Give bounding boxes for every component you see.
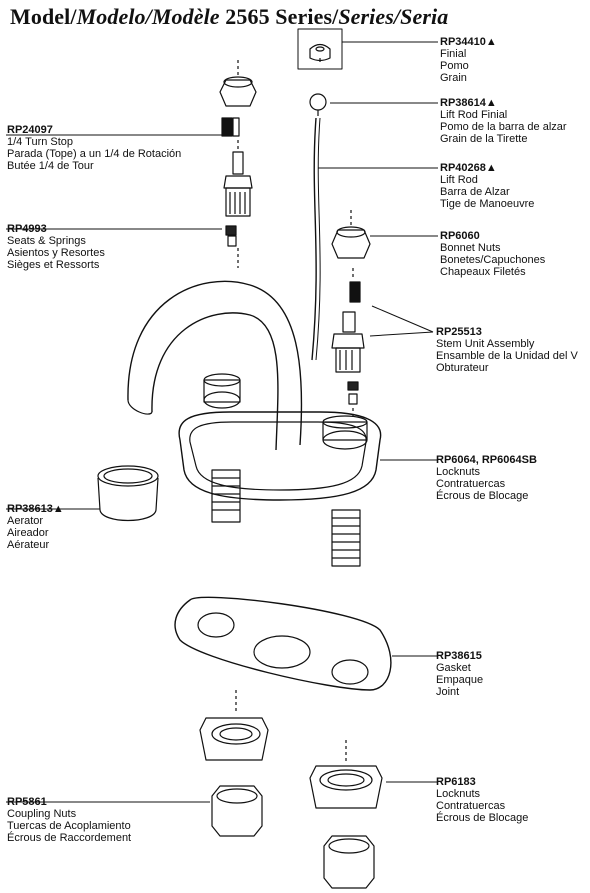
right-bonnet-nut	[331, 210, 371, 259]
part-name-fr: Aérateur	[7, 539, 50, 551]
part-name-es: Ensamble de la Unidad del V	[436, 350, 578, 362]
title-seria: Seria	[400, 4, 449, 29]
part-name-es: Aireador	[7, 527, 49, 539]
page-title: Model/Modelo/Modèle 2565 Series/Series/S…	[10, 4, 448, 30]
part-number: RP6183	[436, 776, 476, 788]
part-number: RP4993	[7, 223, 47, 235]
part-name-es: Pomo de la barra de alzar	[440, 121, 567, 133]
part-name-fr: Sièges et Ressorts	[7, 259, 100, 271]
leader-lines	[6, 41, 438, 803]
part-number: RP5861	[7, 796, 47, 808]
threaded-shanks	[211, 469, 361, 567]
part-name-en: Bonnet Nuts	[440, 242, 501, 254]
gasket-part	[174, 596, 392, 691]
part-number: RP25513	[436, 326, 482, 338]
lift-rod-part	[309, 93, 327, 361]
part-name-es: Parada (Tope) a un 1/4 de Rotación	[7, 148, 182, 160]
part-name-fr: Grain de la Tirette	[440, 133, 528, 145]
part-number: RP6064, RP6064SB	[436, 454, 537, 466]
part-name-fr: Chapeaux Filetés	[440, 266, 526, 278]
part-number: RP40268▲	[440, 162, 497, 174]
left-bonnet-nut	[219, 60, 257, 107]
part-name-fr: Joint	[436, 686, 460, 698]
title-series-fr: Series/	[338, 4, 401, 29]
part-name-en: Gasket	[436, 662, 471, 674]
faucet-body	[127, 280, 382, 501]
callout-locknuts-lower: RP6183 Locknuts Contratuercas Écrous de …	[436, 776, 528, 824]
part-name-fr: Écrous de Blocage	[436, 812, 529, 824]
right-stem-assembly	[331, 268, 365, 420]
part-name-en: Stem Unit Assembly	[436, 338, 535, 350]
left-coupling-nut	[211, 785, 263, 837]
title-number: 2565	[225, 4, 270, 29]
title-modelo: Modelo/	[76, 4, 152, 29]
callout-locknuts-upper: RP6064, RP6064SB Locknuts Contratuercas …	[436, 454, 537, 502]
part-name-en: 1/4 Turn Stop	[7, 136, 74, 148]
part-name-fr: Tige de Manoeuvre	[440, 198, 535, 210]
callout-lift-rod: RP40268▲ Lift Rod Barra de Alzar Tige de…	[440, 162, 534, 210]
callout-bonnet-nuts: RP6060 Bonnet Nuts Bonetes/Capuchones Ch…	[440, 230, 545, 278]
part-name-fr: Écrous de Raccordement	[7, 832, 132, 844]
finial-part	[297, 28, 343, 70]
part-name-en: Aerator	[7, 515, 44, 527]
callout-finial: RP34410▲ Finial Pomo Grain	[440, 36, 497, 84]
right-lower-locknut	[309, 740, 383, 809]
title-series: Series/	[275, 4, 339, 29]
part-name-en: Locknuts	[436, 466, 481, 478]
part-name-fr: Obturateur	[436, 362, 489, 374]
part-number: RP24097	[7, 124, 53, 136]
part-name-fr: Butée 1/4 de Tour	[7, 160, 94, 172]
part-number: RP38614▲	[440, 97, 497, 109]
part-name-fr: Écrous de Blocage	[436, 490, 529, 502]
aerator-part	[97, 465, 159, 521]
part-name-es: Contratuercas	[436, 478, 506, 490]
part-name-es: Barra de Alzar	[440, 186, 510, 198]
part-number: RP34410▲	[440, 36, 497, 48]
part-number: RP38615	[436, 650, 482, 662]
part-name-en: Seats & Springs	[7, 235, 86, 247]
callout-coupling-nuts: RP5861 Coupling Nuts Tuercas de Acoplami…	[7, 796, 131, 844]
title-modele: Modèle	[151, 4, 220, 29]
title-model: Model/	[10, 4, 77, 29]
callout-seats-springs: RP4993 Seats & Springs Asientos y Resort…	[7, 223, 105, 271]
part-name-es: Pomo	[440, 60, 469, 72]
right-coupling-nut	[323, 835, 375, 889]
left-stem-assembly	[221, 117, 253, 268]
callout-turn-stop: RP24097 1/4 Turn Stop Parada (Tope) a un…	[7, 124, 181, 172]
part-name-en: Locknuts	[436, 788, 481, 800]
part-name-es: Tuercas de Acoplamiento	[7, 820, 131, 832]
part-name-es: Empaque	[436, 674, 484, 686]
part-name-es: Asientos y Resortes	[7, 247, 105, 259]
part-name-fr: Grain	[440, 72, 467, 84]
left-lower-locknut	[199, 690, 269, 761]
callout-stem-unit: RP25513 Stem Unit Assembly Ensamble de l…	[436, 326, 578, 374]
callout-lift-rod-finial: RP38614▲ Lift Rod Finial Pomo de la barr…	[440, 97, 567, 145]
part-number: RP6060	[440, 230, 480, 242]
part-name-en: Lift Rod Finial	[440, 109, 508, 121]
part-name-en: Finial	[440, 48, 467, 60]
part-name-en: Lift Rod	[440, 174, 478, 186]
part-name-es: Contratuercas	[436, 800, 506, 812]
part-number: RP38613▲	[7, 503, 64, 515]
callout-aerator: RP38613▲ Aerator Aireador Aérateur	[7, 503, 64, 551]
callout-gasket: RP38615 Gasket Empaque Joint	[436, 650, 483, 698]
part-name-es: Bonetes/Capuchones	[440, 254, 546, 266]
part-name-en: Coupling Nuts	[7, 808, 77, 820]
